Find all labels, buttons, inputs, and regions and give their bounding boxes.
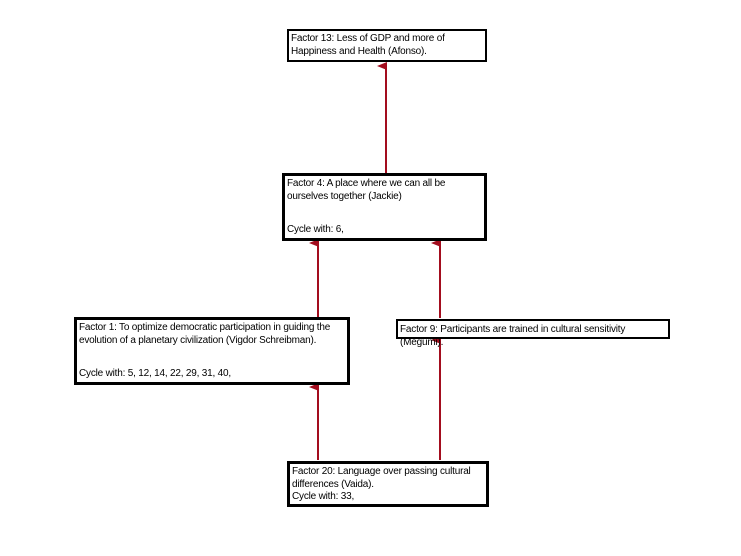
factor-13-title: Factor 13: Less of GDP and more of Happi… — [291, 33, 445, 57]
factor-4-title: Factor 4: A place where we can all be ou… — [287, 178, 446, 202]
factor-1-box: Factor 1: To optimize democratic partici… — [74, 317, 350, 385]
factor-13-box: Factor 13: Less of GDP and more of Happi… — [287, 29, 487, 62]
factor-20-title: Factor 20: Language over passing cultura… — [292, 466, 471, 490]
factor-1-title: Factor 1: To optimize democratic partici… — [79, 322, 331, 346]
factor-9-box: Factor 9: Participants are trained in cu… — [396, 319, 670, 348]
factor-20-cycle: Cycle with: 33, — [292, 491, 355, 502]
factor-9-title: Factor 9: Participants are trained in cu… — [400, 324, 626, 348]
factor-1-cycle: Cycle with: 5, 12, 14, 22, 29, 31, 40, — [79, 367, 231, 379]
factor-4-box: Factor 4: A place where we can all be ou… — [282, 173, 487, 241]
factor-4-cycle: Cycle with: 6, — [287, 223, 344, 235]
factor-20-box: Factor 20: Language over passing cultura… — [287, 461, 489, 507]
